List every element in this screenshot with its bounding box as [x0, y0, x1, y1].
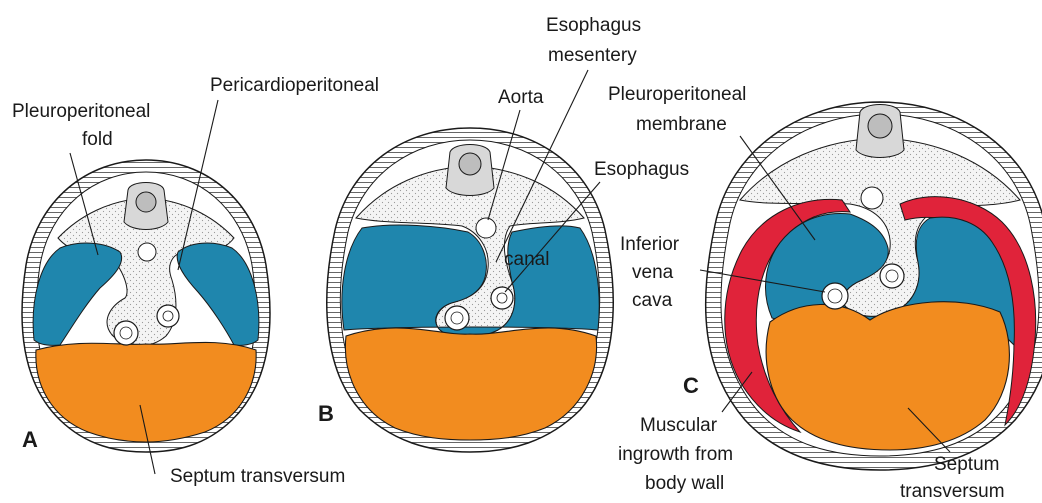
panel-c-inferior-vena-cava	[822, 283, 848, 309]
label-pleuroperitoneal-membrane-line1: Pleuroperitoneal	[608, 84, 746, 105]
panel-c: Pleuroperitoneal membrane Inferior vena …	[608, 84, 1042, 502]
panel-b-esophagus	[491, 287, 513, 309]
label-esophagus-mesentery-line1: Esophagus	[546, 15, 641, 36]
label-inferior-vena-cava-line1: Inferior	[620, 234, 680, 255]
label-inferior-vena-cava-line3: cava	[632, 290, 673, 311]
label-septum-transversum-c-line2: transversum	[900, 481, 1005, 502]
label-esophagus: Esophagus	[594, 159, 689, 180]
panel-b-aorta	[476, 218, 496, 238]
label-aorta: Aorta	[498, 87, 544, 108]
panel-b-vertebral-body	[459, 153, 481, 175]
label-pleuroperitoneal-fold-line2: fold	[82, 129, 113, 150]
panel-c-esophagus	[880, 264, 904, 288]
panel-a-aorta	[138, 243, 156, 261]
label-pleuroperitoneal-fold-line1: Pleuroperitoneal	[12, 101, 150, 122]
label-esophagus-mesentery-line2: mesentery	[548, 45, 637, 66]
label-septum-transversum-a: Septum transversum	[170, 466, 345, 487]
panel-a-vena-cava	[157, 305, 179, 327]
label-inferior-vena-cava-line2: vena	[632, 262, 674, 283]
panel-a-vertebral-body	[136, 192, 156, 212]
label-canal: canal	[504, 249, 549, 270]
panel-a-esophagus	[114, 321, 138, 345]
label-muscular-ingrowth-line2: ingrowth from	[618, 444, 733, 465]
label-pericardioperitoneal: Pericardioperitoneal	[210, 75, 379, 96]
panel-c-septum-transversum	[766, 302, 1009, 450]
panel-c-vertebral-body	[868, 114, 892, 138]
label-pleuroperitoneal-membrane-line2: membrane	[636, 114, 727, 135]
label-muscular-ingrowth-line1: Muscular	[640, 415, 718, 436]
panel-letter-a: A	[22, 427, 38, 452]
panel-b-vena-cava	[445, 306, 469, 330]
label-septum-transversum-c-line1: Septum	[934, 454, 999, 475]
panel-letter-b: B	[318, 401, 334, 426]
label-muscular-ingrowth-line3: body wall	[645, 473, 724, 494]
panel-letter-c: C	[683, 373, 699, 398]
panel-c-aorta	[861, 187, 883, 209]
